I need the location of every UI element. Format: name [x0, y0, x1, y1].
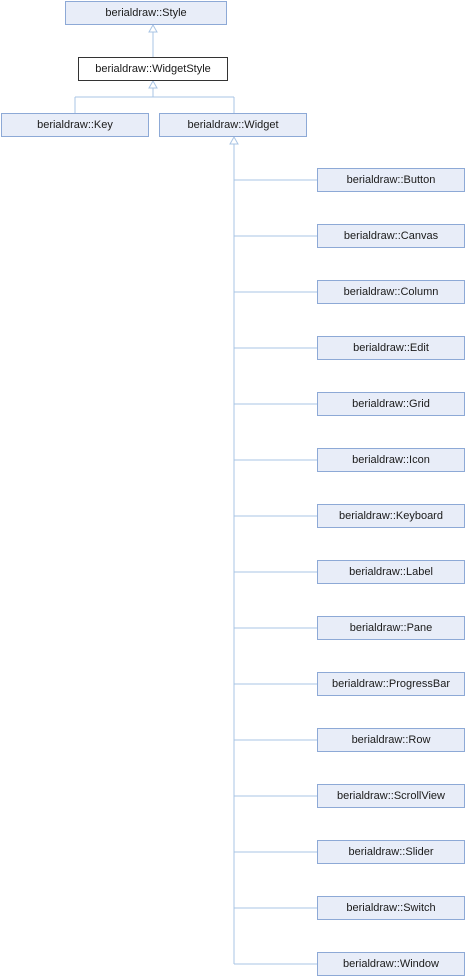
arrowhead-widgetstyle	[148, 79, 158, 89]
node-progressbar[interactable]: berialdraw::ProgressBar	[317, 672, 465, 696]
node-canvas[interactable]: berialdraw::Canvas	[317, 224, 465, 248]
node-window[interactable]: berialdraw::Window	[317, 952, 465, 976]
node-grid[interactable]: berialdraw::Grid	[317, 392, 465, 416]
node-widget-style[interactable]: berialdraw::WidgetStyle	[78, 57, 228, 81]
arrowhead-style	[148, 23, 158, 33]
arrowhead-widget	[229, 135, 239, 145]
node-widget[interactable]: berialdraw::Widget	[159, 113, 307, 137]
node-switch[interactable]: berialdraw::Switch	[317, 896, 465, 920]
node-edit[interactable]: berialdraw::Edit	[317, 336, 465, 360]
node-icon[interactable]: berialdraw::Icon	[317, 448, 465, 472]
node-pane[interactable]: berialdraw::Pane	[317, 616, 465, 640]
node-key[interactable]: berialdraw::Key	[1, 113, 149, 137]
node-label[interactable]: berialdraw::Label	[317, 560, 465, 584]
node-row[interactable]: berialdraw::Row	[317, 728, 465, 752]
node-slider[interactable]: berialdraw::Slider	[317, 840, 465, 864]
node-keyboard[interactable]: berialdraw::Keyboard	[317, 504, 465, 528]
node-button[interactable]: berialdraw::Button	[317, 168, 465, 192]
node-scrollview[interactable]: berialdraw::ScrollView	[317, 784, 465, 808]
node-column[interactable]: berialdraw::Column	[317, 280, 465, 304]
node-style[interactable]: berialdraw::Style	[65, 1, 227, 25]
